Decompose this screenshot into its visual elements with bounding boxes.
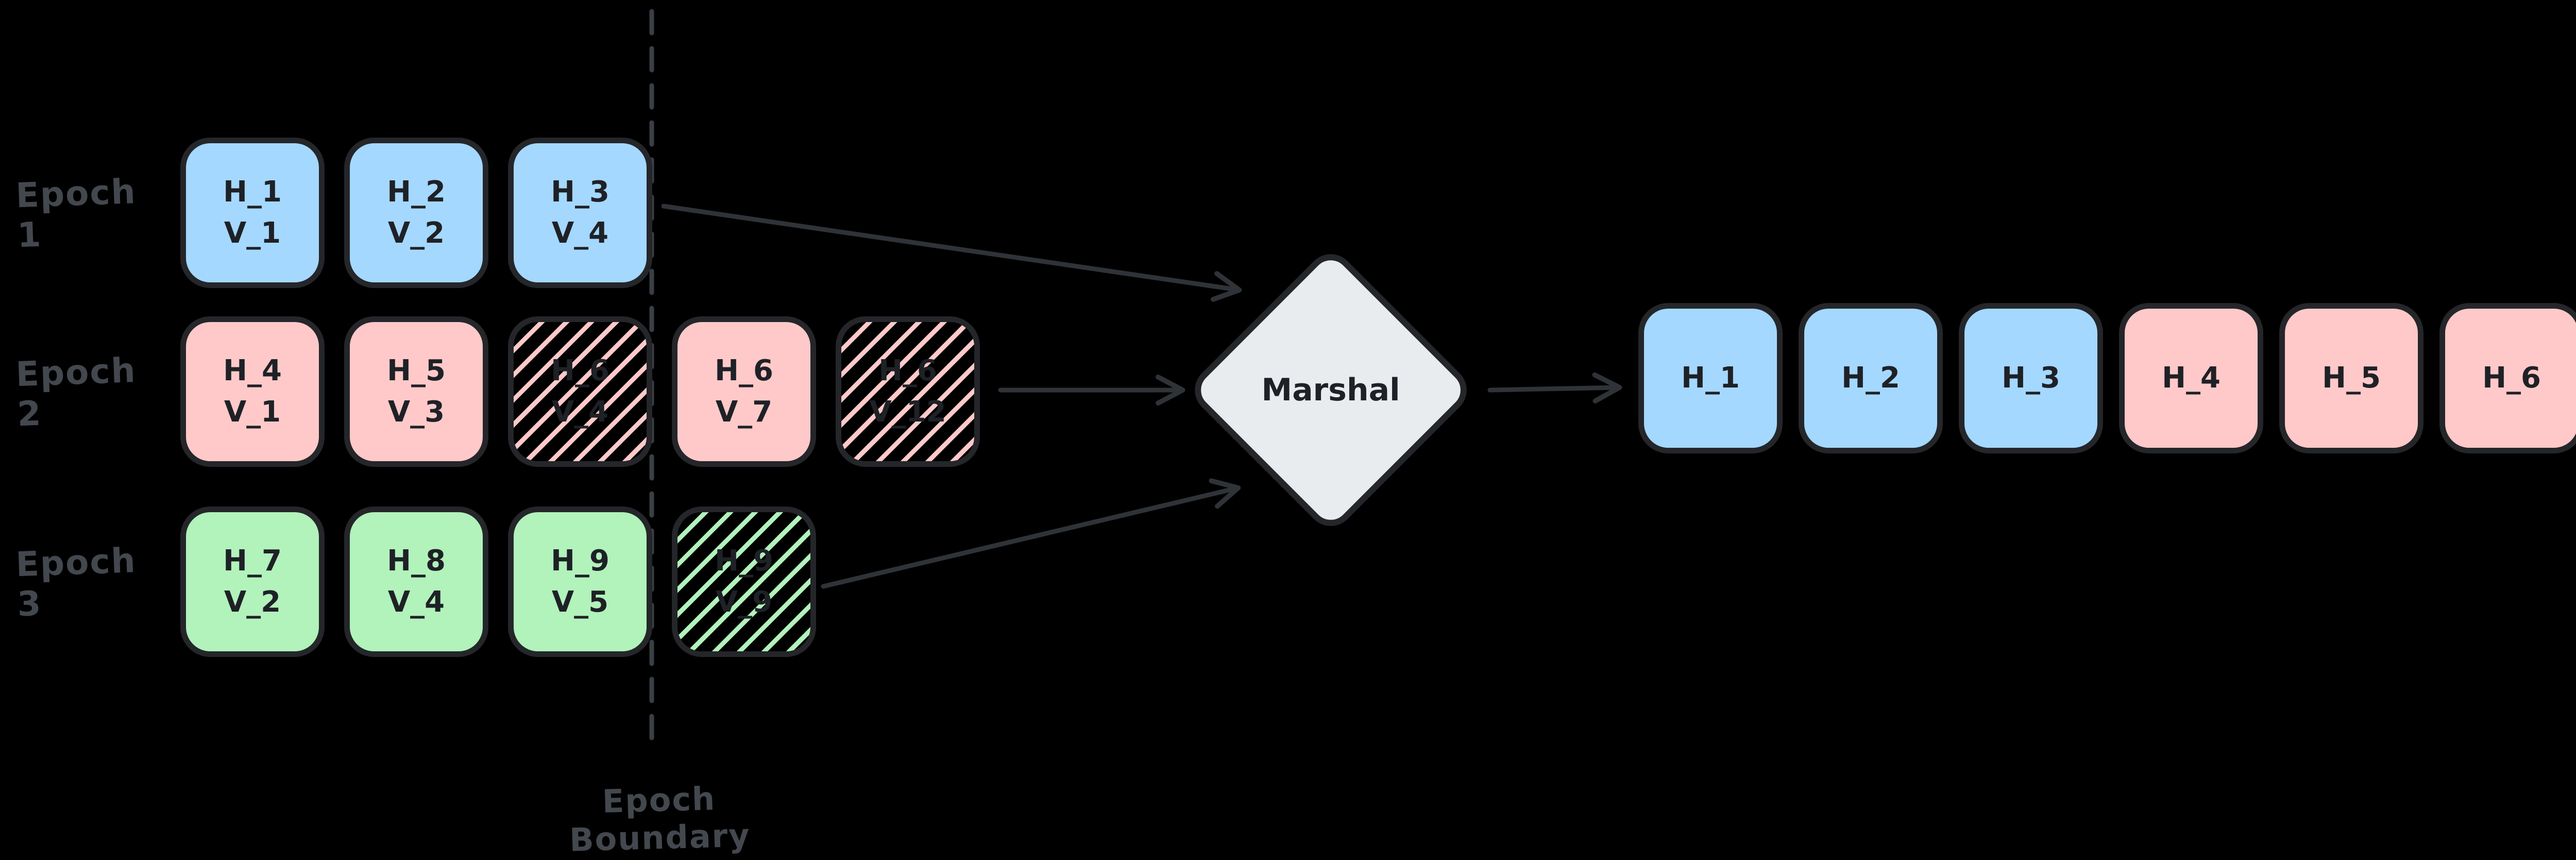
output-box: H_5 <box>2279 303 2424 453</box>
sample-box-line2: V_4 <box>387 585 445 619</box>
sample-box-line1: H_7 <box>223 544 282 578</box>
output-box-label: H_3 <box>2002 361 2060 395</box>
output-box: H_1 <box>1638 303 1783 453</box>
sample-box-line1: H_6 <box>878 354 937 387</box>
arrow-epoch3-to-marshal <box>821 478 1241 589</box>
sample-box-line1: H_6 <box>715 354 773 387</box>
sample-box-line2: V_2 <box>387 216 445 250</box>
arrow-marshal-to-output <box>1487 372 1622 403</box>
sample-box-line2: V_5 <box>551 585 609 619</box>
output-box-label: H_1 <box>1681 361 1740 395</box>
sample-box-line2: V_9 <box>715 585 773 619</box>
sample-box-line1: H_8 <box>387 544 446 578</box>
output-box: H_4 <box>2119 303 2263 453</box>
output-box-label: H_5 <box>2322 361 2381 395</box>
marshal-label: Marshal <box>1261 372 1400 408</box>
output-box-label: H_4 <box>2162 361 2221 395</box>
sample-box-line2: V_3 <box>387 395 445 429</box>
epoch-1-label: Epoch 1 <box>15 172 137 256</box>
sample-box-line2: V_4 <box>551 395 609 429</box>
sample-box-line1: H_9 <box>715 544 773 578</box>
sample-box-line2: V_12 <box>869 395 946 429</box>
sample-box-line1: H_3 <box>551 175 609 209</box>
sample-box-line1: H_6 <box>551 354 609 387</box>
sample-box-line2: V_2 <box>224 585 281 619</box>
output-box: H_2 <box>1799 303 1943 453</box>
epoch-boundary-label: Epoch Boundary <box>569 780 751 859</box>
sample-box-line2: V_4 <box>551 216 609 250</box>
sample-box-line1: H_1 <box>223 175 282 209</box>
sample-box-line1: H_5 <box>387 354 446 387</box>
sample-box-line2: V_1 <box>224 395 281 429</box>
output-box: H_6 <box>2439 303 2576 453</box>
output-box: H_3 <box>1959 303 2103 453</box>
sample-box-line2: V_7 <box>715 395 773 429</box>
output-box-label: H_2 <box>1841 361 1900 395</box>
sample-box-line1: H_4 <box>223 354 282 387</box>
sample-box-line1: H_9 <box>551 544 609 578</box>
arrow-epoch1-to-marshal <box>661 204 1242 302</box>
sample-box-line1: H_2 <box>387 175 446 209</box>
sample-box-line2: V_1 <box>224 216 281 250</box>
output-box-label: H_6 <box>2482 361 2541 395</box>
epoch-3-label: Epoch 3 <box>15 541 137 625</box>
epoch-2-label: Epoch 2 <box>15 350 137 434</box>
